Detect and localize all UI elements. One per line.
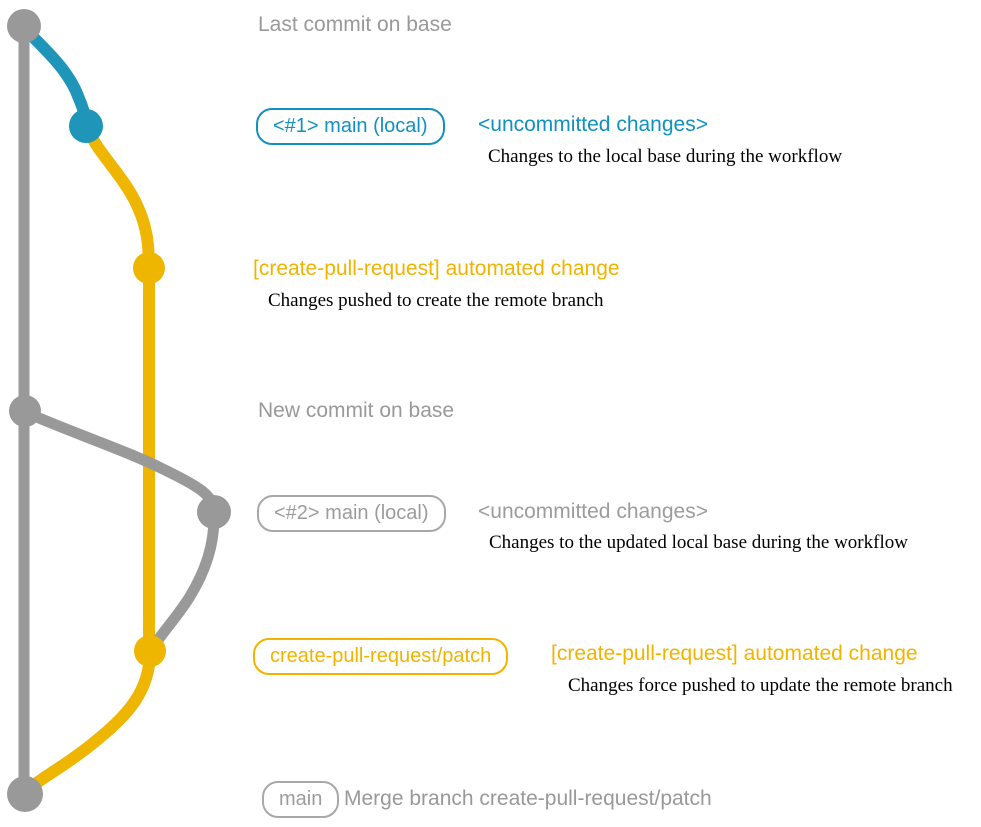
commit-description-automated-2: Changes force pushed to update the remot…: [568, 675, 953, 696]
caption-new-commit-on-base: New commit on base: [258, 399, 455, 422]
commit-heading-automated-2: [create-pull-request] automated change: [551, 642, 918, 665]
commit-heading-automated-1: [create-pull-request] automated change: [253, 257, 620, 280]
commit-dot-automated-2: [134, 635, 166, 667]
commit-dot-new-base: [9, 395, 41, 427]
commit-dot-last-base: [7, 9, 41, 43]
commit-heading-uncommitted-2: <uncommitted changes>: [478, 500, 708, 523]
merge-curve: [20, 646, 156, 798]
commit-description-uncommitted-2: Changes to the updated local base during…: [489, 532, 908, 553]
commit-description-uncommitted-1: Changes to the local base during the wor…: [488, 146, 843, 167]
commit-description-automated-1: Changes pushed to create the remote bran…: [268, 290, 604, 311]
commit-graph: [7, 9, 231, 812]
commit-dot-automated-1: [133, 252, 165, 284]
commit-heading-uncommitted-1: <uncommitted changes>: [478, 113, 708, 136]
branch-badge-patch: create-pull-request/patch: [253, 638, 509, 675]
branch-badge-main: main: [262, 781, 340, 818]
branch-badge-main-local-1: <#1> main (local): [256, 108, 445, 145]
caption-last-commit-on-base: Last commit on base: [258, 13, 452, 36]
commit-dot-merge: [7, 776, 43, 812]
caption-merge-branch: Merge branch create-pull-request/patch: [344, 787, 712, 810]
branch-badge-main-local-2: <#2> main (local): [257, 495, 446, 532]
commit-dot-uncommitted-1: [69, 109, 103, 143]
local-main-2-curve: [19, 406, 220, 655]
patch-branch-line: [81, 122, 155, 657]
commit-dot-uncommitted-2: [197, 495, 231, 529]
local-main-1-curve: [18, 22, 92, 132]
